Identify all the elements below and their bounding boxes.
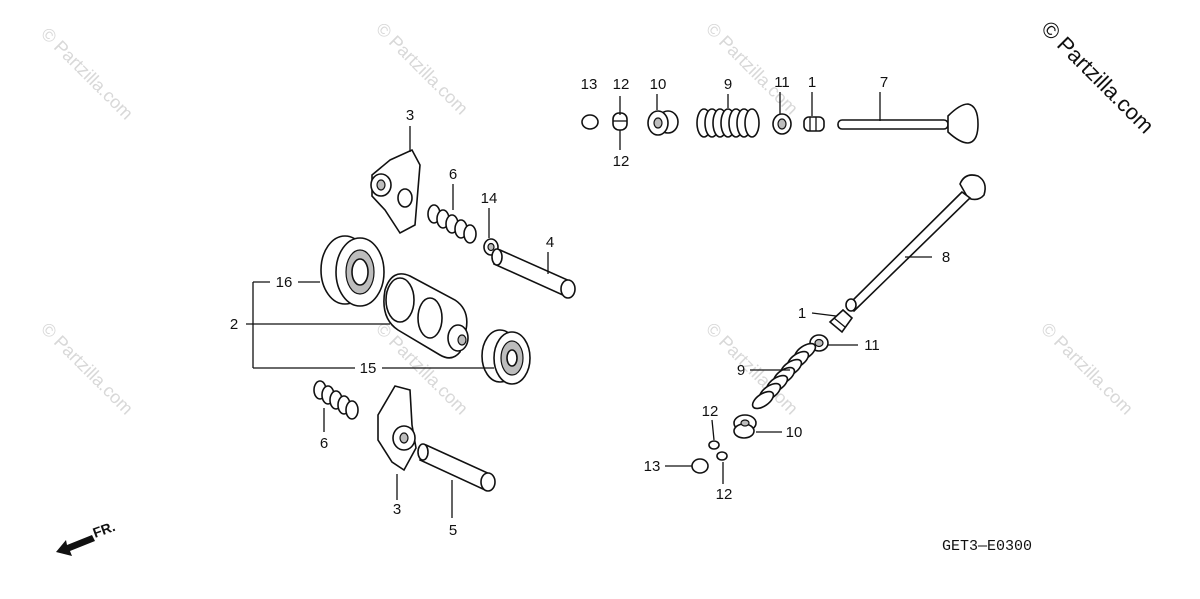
callout-6: 6 <box>320 435 328 452</box>
callout-7: 7 <box>880 74 888 91</box>
part-stem-seal-top[interactable] <box>772 113 792 135</box>
part-rocker-shaft-upper[interactable] <box>491 248 576 299</box>
front-arrow-icon <box>56 535 95 556</box>
callout-10: 10 <box>650 76 667 93</box>
part-spring-seat-top[interactable] <box>647 110 679 136</box>
callout-13: 13 <box>581 76 598 93</box>
part-rocker-arm-lower[interactable] <box>377 385 417 472</box>
callout-9: 9 <box>724 76 732 93</box>
callout-numbers: 13 12 12 10 9 11 1 7 3 6 14 4 16 2 15 6 … <box>230 74 950 539</box>
callout-2: 2 <box>230 316 238 333</box>
part-cotter-lower[interactable] <box>708 440 728 461</box>
front-label: FR. <box>91 518 118 541</box>
leader-lines <box>246 92 932 518</box>
front-direction-indicator: FR. <box>56 518 117 556</box>
watermark-text: © Partzilla.com <box>702 19 802 119</box>
callout-12: 12 <box>702 403 719 420</box>
part-washer[interactable] <box>483 238 499 256</box>
part-intake-valve[interactable] <box>837 103 979 144</box>
part-valve-cap-lower[interactable] <box>691 458 709 474</box>
diagram-code: GET3—E0300 <box>942 538 1032 555</box>
callout-1: 1 <box>798 305 806 322</box>
corner-watermark: © Partzilla.com <box>1036 16 1159 139</box>
callout-11: 11 <box>864 337 880 354</box>
callout-5: 5 <box>449 522 457 539</box>
watermark-text: © Partzilla.com <box>37 24 137 124</box>
part-spring-seat-lower[interactable] <box>733 414 757 439</box>
part-rocker-shaft-lower[interactable] <box>417 443 496 492</box>
callout-3: 3 <box>393 501 401 518</box>
callout-14: 14 <box>481 190 498 207</box>
callout-11: 11 <box>774 74 790 91</box>
part-cotter-top[interactable] <box>612 112 628 131</box>
callout-15: 15 <box>360 360 377 377</box>
callout-4: 4 <box>546 234 554 251</box>
watermark-text: © Partzilla.com <box>37 319 137 419</box>
part-valve-cap-top[interactable] <box>581 114 599 130</box>
callout-12: 12 <box>613 153 630 170</box>
part-bearing-15[interactable] <box>481 329 531 385</box>
callout-9: 9 <box>737 362 745 379</box>
callout-6: 6 <box>449 166 457 183</box>
callout-10: 10 <box>786 424 803 441</box>
callout-1: 1 <box>808 74 816 91</box>
part-rocker-spring-upper[interactable] <box>427 204 477 244</box>
part-valve-guide-lower[interactable] <box>828 308 854 334</box>
callout-12: 12 <box>613 76 630 93</box>
callout-16: 16 <box>276 274 293 291</box>
part-exhaust-valve[interactable] <box>845 174 986 313</box>
part-bearing-16[interactable] <box>320 235 385 307</box>
part-rocker-spring-lower[interactable] <box>313 380 359 420</box>
part-valve-spring-lower[interactable] <box>750 340 819 412</box>
part-camshaft[interactable] <box>383 273 469 359</box>
callout-3: 3 <box>406 107 414 124</box>
part-rocker-arm-upper[interactable] <box>370 148 421 235</box>
callout-8: 8 <box>942 249 950 266</box>
part-valve-guide-top[interactable] <box>803 116 825 132</box>
watermark-text: © Partzilla.com <box>1037 319 1137 419</box>
callout-13: 13 <box>644 458 661 475</box>
part-valve-spring-top[interactable] <box>696 108 760 138</box>
watermark-text: © Partzilla.com <box>372 19 472 119</box>
callout-12: 12 <box>716 486 733 503</box>
